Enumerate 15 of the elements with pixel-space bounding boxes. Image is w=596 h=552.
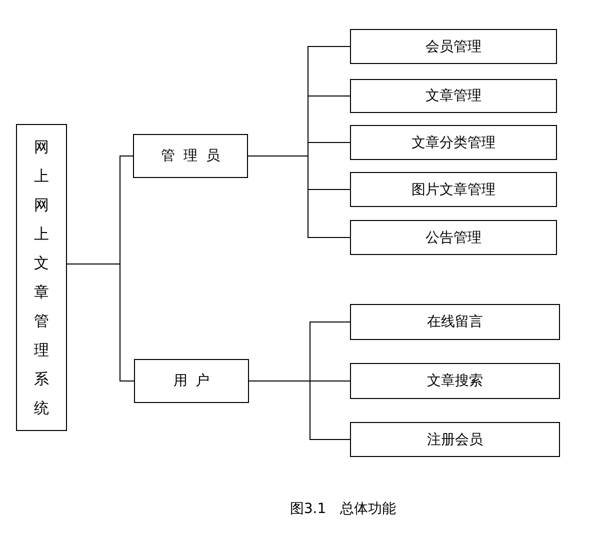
connector-line <box>248 156 350 238</box>
process-box: 会员管理 <box>350 29 557 64</box>
process-box: 管理员 <box>133 134 248 178</box>
process-box: 在线留言 <box>350 304 560 340</box>
process-box: 文章管理 <box>350 79 557 113</box>
connector-line <box>66 264 134 382</box>
process-box: 注册会员 <box>350 422 560 457</box>
process-box: 图片文章管理 <box>350 172 557 207</box>
process-box: 文章搜索 <box>350 363 560 399</box>
process-box: 用户 <box>134 359 249 403</box>
process-box: 公告管理 <box>350 220 557 255</box>
figure-caption: 图3.1 总体功能 <box>288 500 398 518</box>
connector-line <box>248 380 350 440</box>
process-box: 文章分类管理 <box>350 125 557 160</box>
process-box: 网上网上文章管理系统 <box>16 124 67 431</box>
